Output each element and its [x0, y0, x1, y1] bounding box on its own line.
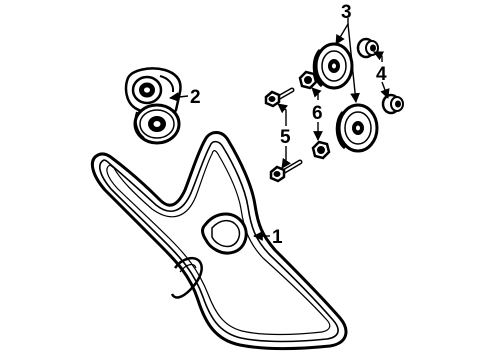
leader-6a — [311, 87, 322, 100]
callout-6: 6 — [312, 103, 323, 124]
nut-upper — [298, 70, 318, 90]
leader-5b — [281, 146, 291, 169]
leader-3b — [347, 23, 360, 103]
leader-4b — [380, 81, 390, 99]
idler-pulley-lower — [335, 103, 379, 153]
belt-tensioner — [124, 67, 182, 145]
idler-pulley-upper — [312, 42, 354, 90]
dust-cap-lower — [381, 93, 404, 115]
leader-lines — [169, 18, 390, 241]
callout-1: 1 — [272, 227, 283, 248]
serpentine-belt — [90, 131, 348, 350]
callout-2: 2 — [190, 87, 201, 108]
callout-3: 3 — [341, 2, 352, 23]
nut-lower — [311, 140, 331, 160]
dust-cap-upper — [356, 37, 379, 59]
leader-5a — [277, 103, 288, 126]
callout-4: 4 — [376, 64, 387, 85]
bolt-lower — [269, 159, 303, 183]
leader-4a — [373, 51, 385, 62]
bolt-upper — [264, 87, 295, 108]
leader-2 — [169, 92, 189, 102]
callout-5: 5 — [280, 127, 291, 148]
